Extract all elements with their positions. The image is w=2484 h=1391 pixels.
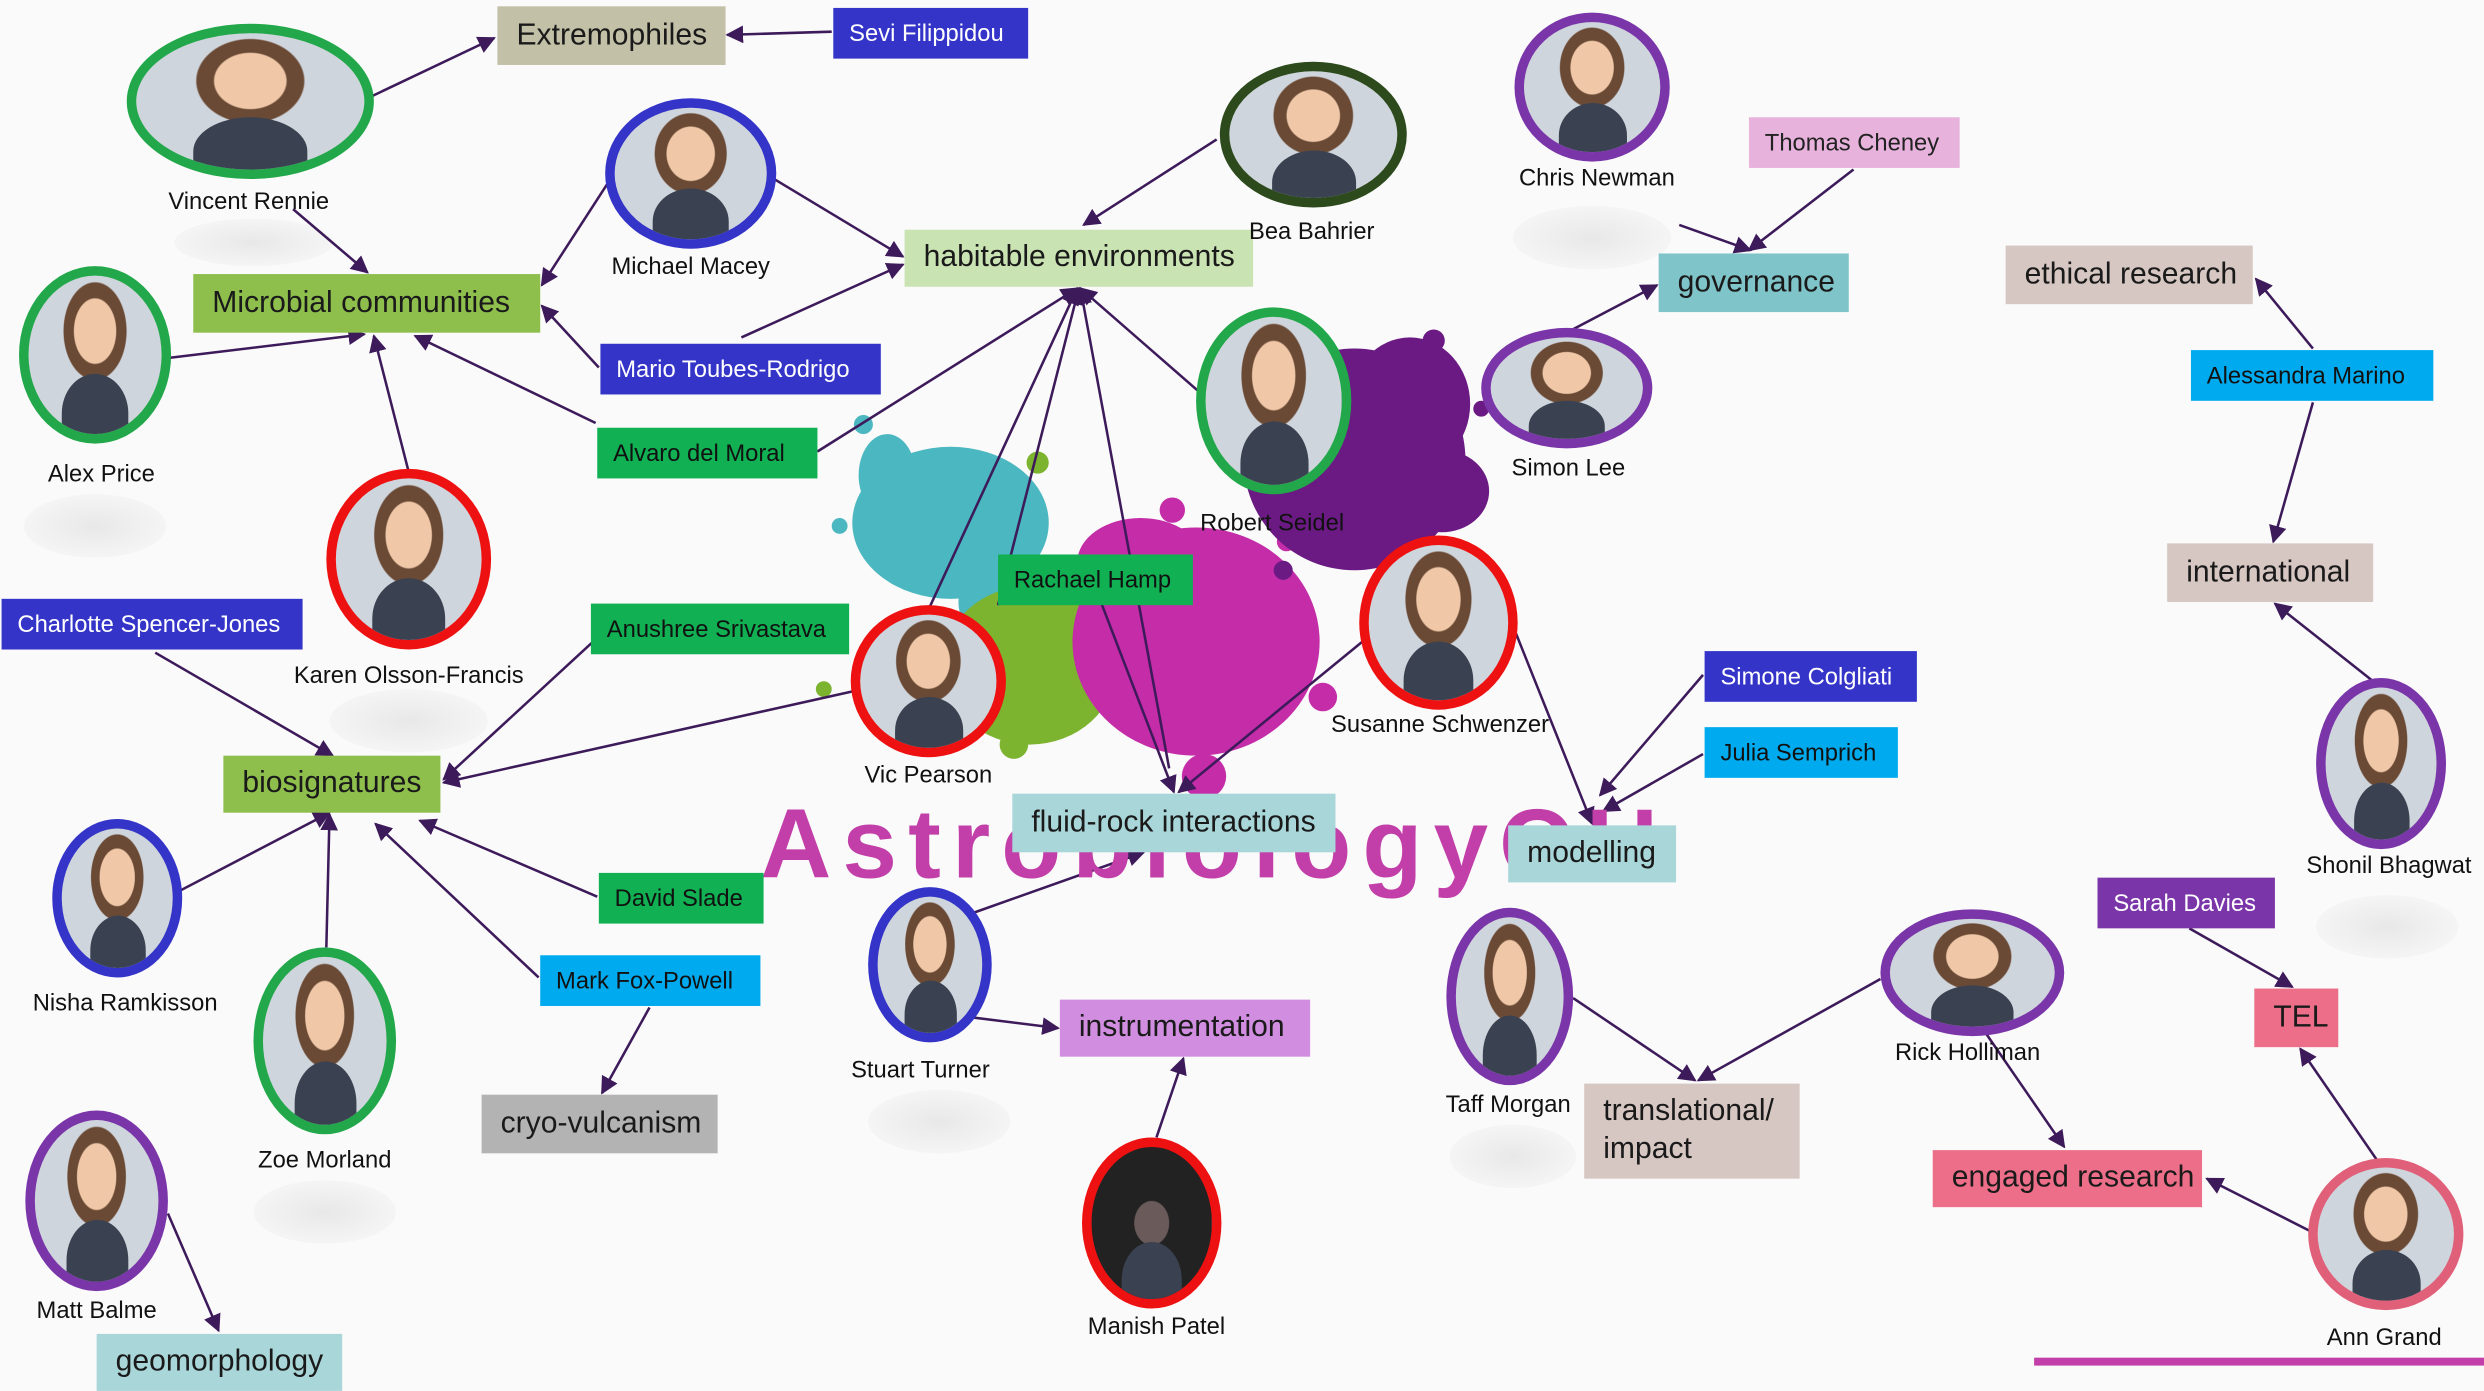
tag-charlotte-spencer-jones[interactable]: Charlotte Spencer-Jones bbox=[1, 598, 303, 650]
avatar bbox=[2316, 678, 2447, 850]
person-name: Chris Newman bbox=[1518, 164, 1675, 192]
tag-mark-fox-powell[interactable]: Mark Fox-Powell bbox=[540, 955, 761, 1006]
topic-habitable-environments[interactable]: habitable environments bbox=[904, 229, 1254, 287]
avatar bbox=[1880, 909, 2065, 1037]
avatar bbox=[1359, 535, 1518, 710]
tag-rachael-hamp[interactable]: Rachael Hamp bbox=[998, 554, 1193, 606]
tag-anushree-srivastava[interactable]: Anushree Srivastava bbox=[590, 603, 850, 655]
tag-mario-toubes-rodrigo[interactable]: Mario Toubes-Rodrigo bbox=[600, 343, 881, 395]
avatar bbox=[1196, 307, 1352, 495]
tag-thomas-cheney[interactable]: Thomas Cheney bbox=[1748, 117, 1960, 168]
avatar bbox=[25, 1110, 168, 1292]
avatar bbox=[52, 819, 183, 978]
avatar bbox=[1082, 1137, 1222, 1309]
avatar bbox=[126, 23, 374, 180]
topic-engaged-research[interactable]: engaged research bbox=[1932, 1150, 2203, 1208]
topic-biosignatures[interactable]: biosignatures bbox=[223, 755, 441, 813]
person-name: Matt Balme bbox=[36, 1297, 157, 1325]
person-name: Karen Olsson-Francis bbox=[293, 662, 524, 690]
topic-modelling[interactable]: modelling bbox=[1508, 825, 1677, 883]
avatar bbox=[605, 98, 777, 249]
topic-translational-impact[interactable]: translational/ impact bbox=[1584, 1083, 1800, 1179]
person-name: Robert Seidel bbox=[1200, 510, 1345, 538]
tag-david-slade[interactable]: David Slade bbox=[598, 872, 764, 924]
avatar bbox=[2308, 1158, 2464, 1311]
tag-simone-colgliati[interactable]: Simone Colgliati bbox=[1704, 651, 1917, 702]
person-name: Shonil Bhagwat bbox=[2306, 852, 2472, 880]
avatar bbox=[1481, 327, 1653, 449]
tag-alvaro-del-moral[interactable]: Alvaro del Moral bbox=[597, 427, 818, 479]
person-name: Bea Bahrier bbox=[1248, 218, 1375, 246]
avatar bbox=[253, 947, 397, 1135]
person-name: Simon Lee bbox=[1511, 454, 1626, 482]
tag-sevi-filippidou[interactable]: Sevi Filippidou bbox=[833, 7, 1029, 59]
person-name: Ann Grand bbox=[2326, 1324, 2442, 1352]
topic-international[interactable]: international bbox=[2167, 543, 2374, 602]
topic-tel[interactable]: TEL bbox=[2254, 988, 2339, 1048]
person-name: Nisha Ramkisson bbox=[32, 990, 218, 1018]
avatar bbox=[1446, 907, 1574, 1086]
tag-julia-semprich[interactable]: Julia Semprich bbox=[1704, 727, 1898, 778]
avatar bbox=[1514, 12, 1670, 162]
topic-ethical-research[interactable]: ethical research bbox=[2005, 245, 2253, 305]
person-name: Stuart Turner bbox=[851, 1056, 990, 1084]
person-name: Taff Morgan bbox=[1445, 1091, 1571, 1119]
avatar bbox=[326, 468, 492, 650]
person-name: Alex Price bbox=[47, 461, 155, 488]
avatar bbox=[868, 887, 992, 1043]
avatar bbox=[1219, 61, 1407, 208]
person-name: Rick Holliman bbox=[1894, 1039, 2041, 1067]
person-name: Vic Pearson bbox=[864, 762, 993, 789]
person-name: Vincent Rennie bbox=[168, 188, 330, 216]
topic-geomorphology[interactable]: geomorphology bbox=[96, 1333, 343, 1391]
avatar bbox=[19, 266, 172, 444]
topic-extremophiles[interactable]: Extremophiles bbox=[497, 6, 726, 65]
topic-governance[interactable]: governance bbox=[1658, 253, 1849, 313]
person-name: Michael Macey bbox=[611, 253, 770, 281]
person-name: Susanne Schwenzer bbox=[1331, 711, 1550, 739]
tag-alessandra-marino[interactable]: Alessandra Marino bbox=[2190, 350, 2434, 401]
topic-fluid-rock-interactions[interactable]: fluid-rock interactions bbox=[1012, 793, 1336, 853]
accent-underline bbox=[2034, 1357, 2484, 1366]
topic-cryo-vulcanism[interactable]: cryo-vulcanism bbox=[481, 1094, 718, 1154]
tag-sarah-davies[interactable]: Sarah Davies bbox=[2097, 877, 2275, 929]
topic-instrumentation[interactable]: instrumentation bbox=[1059, 999, 1311, 1057]
avatar bbox=[850, 605, 1006, 758]
person-name: Manish Patel bbox=[1087, 1313, 1226, 1341]
topic-microbial-communities[interactable]: Microbial communities bbox=[193, 274, 541, 333]
person-name: Zoe Morland bbox=[258, 1146, 392, 1174]
